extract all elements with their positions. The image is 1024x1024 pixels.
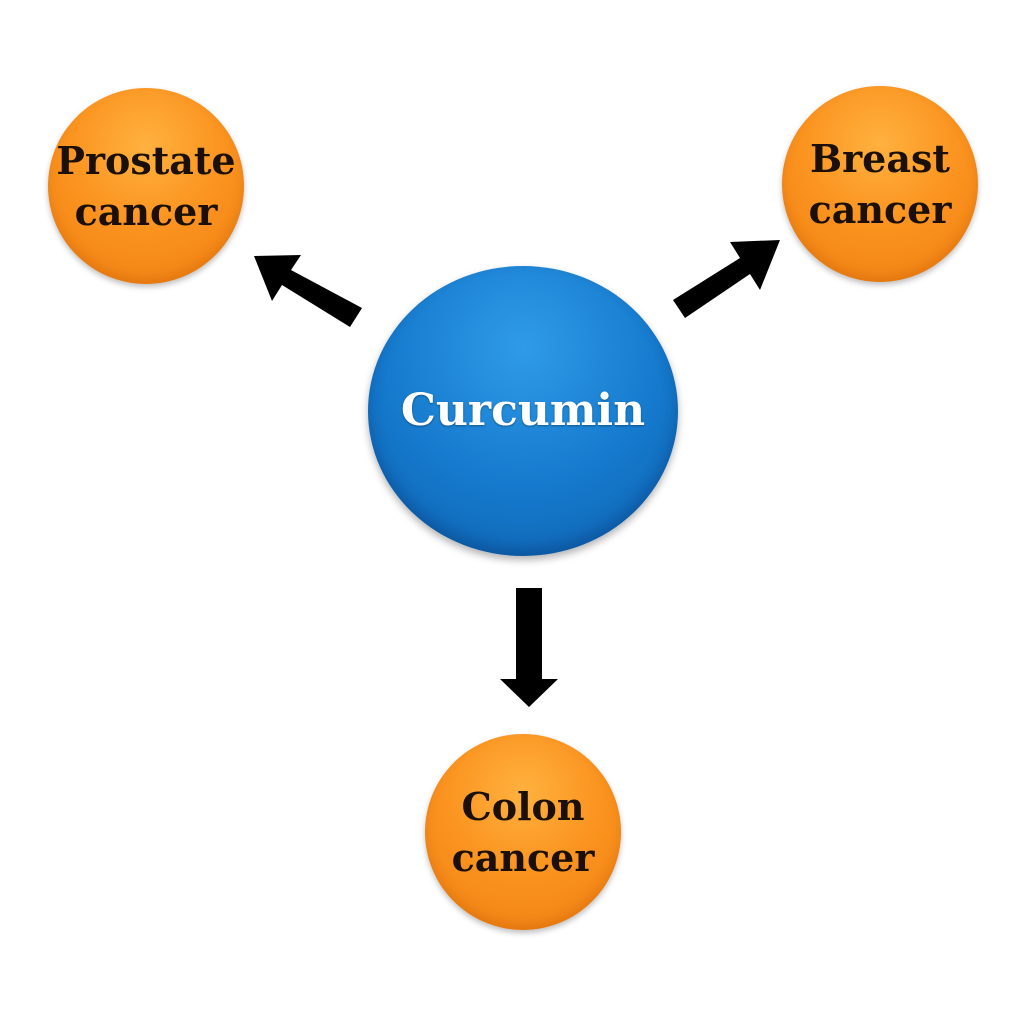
node-breast-label: Breast cancer [808,135,952,232]
node-breast-cancer: Breast cancer [782,86,978,282]
arrow-to-colon [500,588,558,707]
node-colon-label: Colon cancer [451,783,595,880]
node-prostate-cancer: Prostate cancer [48,88,244,284]
node-curcumin-label: Curcumin [400,385,646,437]
arrow-to-prostate [254,255,362,327]
arrow-to-breast [673,240,780,318]
node-prostate-label: Prostate cancer [56,137,236,234]
node-colon-cancer: Colon cancer [425,734,621,930]
node-curcumin: Curcumin [368,266,678,556]
